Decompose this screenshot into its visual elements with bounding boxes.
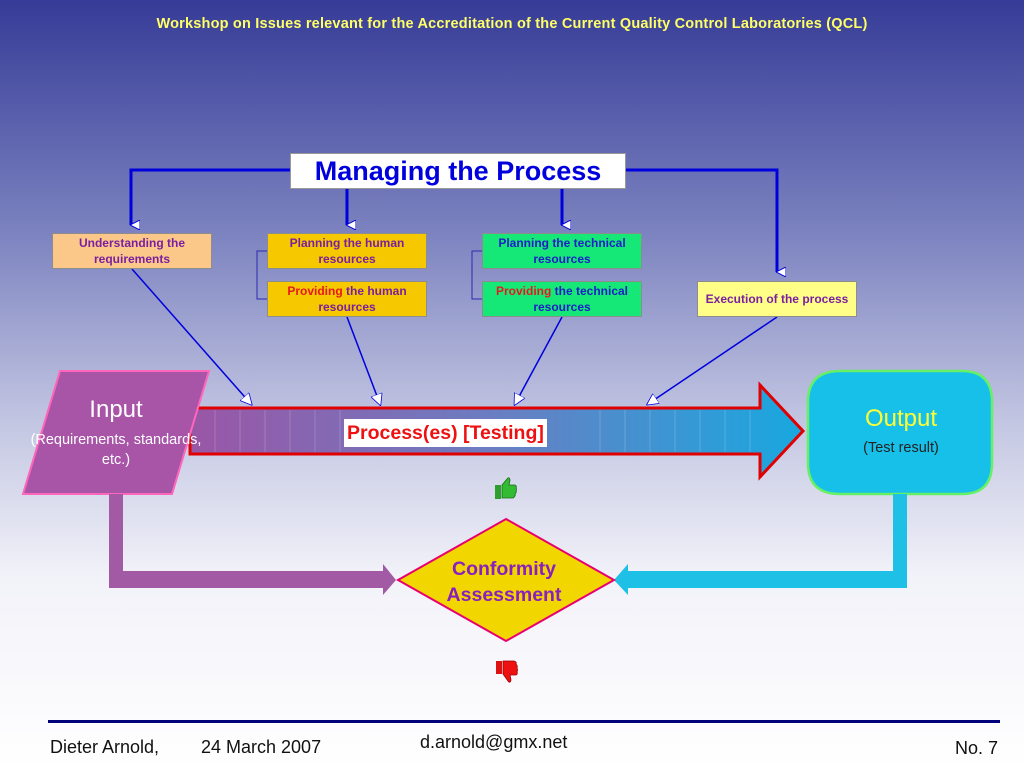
providing-human-resources-box: Providing the human resources [267,281,427,317]
providing-human-resources-label: Providing the human resources [268,283,426,315]
thumbs-down-icon [496,660,518,683]
bracket-human [256,250,267,300]
footer-divider [48,720,1000,723]
process-testing-label: Process(es) [Testing] [344,419,547,447]
process-arrow-stripes [214,410,751,452]
planning-human-resources-box: Planning the human resources [267,233,427,269]
bracket-tech [471,250,482,300]
output-subtitle: (Test result) [863,440,939,456]
arrow-execution-to-process [648,316,778,404]
input-to-conformity-arrow [109,494,396,595]
thumbs-up-icon [495,477,517,499]
managing-process-title: Managing the Process [290,153,626,189]
providing-human-rest: the human resources [318,284,407,314]
planning-human-resources-label: Planning the human resources [289,236,405,266]
planning-technical-resources-box: Planning the technical resources [482,233,642,269]
arrow-tech-to-process [515,316,563,404]
managing-connector-left [129,168,290,225]
providing-technical-rest: the technical resources [533,284,629,314]
understanding-requirements-label: Understanding the requirements [78,236,185,266]
execution-process-label: Execution of the process [705,292,849,306]
footer-page-number: No. 7 [955,738,999,758]
input-title: Input [89,396,143,423]
output-title: Output [864,405,938,432]
output-shape [806,369,994,496]
managing-connector-right [624,168,777,272]
planning-technical-resources-label: Planning the technical resources [498,236,626,266]
input-subtitle: (Requirements, standards, etc.) [30,432,202,468]
providing-technical-resources-label: Providing the technical resources [483,283,641,315]
slide-header-title: Workshop on Issues relevant for the Accr… [156,16,868,32]
understanding-requirements-box: Understanding the requirements [52,233,212,269]
conformity-diamond [395,517,617,643]
input-shape [21,370,211,495]
arrow-human-to-process [346,316,380,404]
footer-author: Dieter Arnold, [50,737,160,757]
footer-email: d.arnold@gmx.net [420,732,568,752]
providing-technical-resources-box: Providing the technical resources [482,281,642,317]
conformity-assessment-label: Conformity Assessment [446,558,562,606]
output-to-conformity-arrow [614,494,907,595]
arrow-understanding-to-process [131,268,251,404]
providing-technical-emphasis: Providing [495,284,552,298]
footer-date: 24 March 2007 [201,737,322,757]
execution-process-box: Execution of the process [697,281,857,317]
providing-human-emphasis: Providing [287,284,343,298]
